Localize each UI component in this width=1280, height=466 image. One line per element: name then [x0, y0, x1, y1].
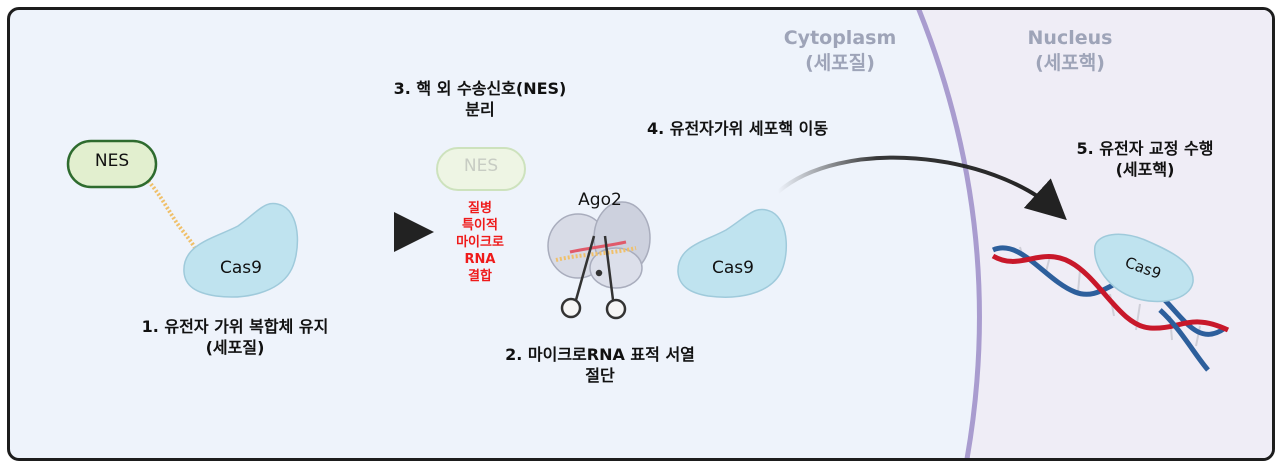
cytoplasm-label-ko: (세포질) — [805, 52, 875, 74]
step-5-line-2: (세포핵) — [1115, 160, 1175, 179]
import-arrow — [776, 155, 1067, 221]
cas9-protein-3 — [1094, 233, 1194, 303]
cas9-label-1: Cas9 — [220, 258, 262, 278]
cytoplasm-label: Cytoplasm (세포질) — [770, 26, 910, 76]
step-3-line-2: 분리 — [465, 100, 495, 119]
diagram-canvas — [66, 10, 1272, 458]
nes-capsule — [66, 139, 158, 189]
ago2-protein-icon — [547, 201, 651, 289]
nuclear-membrane — [916, 10, 982, 458]
nucleus-label: Nucleus (세포핵) — [1010, 26, 1130, 76]
step-1-line-2: (세포질) — [205, 338, 265, 357]
scissors-icon — [560, 235, 627, 320]
step-3-label: 3. 핵 외 수송신호(NES) 분리 — [365, 78, 595, 120]
nucleus-label-en: Nucleus — [1027, 27, 1113, 49]
cytoplasm-label-en: Cytoplasm — [783, 27, 897, 49]
step-2-line-1: 2. 마이크로RNA 표적 서열 — [505, 345, 695, 364]
ago2-label: Ago2 — [578, 190, 622, 210]
linker-chain — [141, 173, 200, 256]
mirna-line-3: 마이크로 — [456, 235, 504, 250]
diagram-frame: Cytoplasm (세포질) Nucleus (세포핵) NES NES Ca… — [7, 7, 1275, 461]
step-2-label: 2. 마이크로RNA 표적 서열 절단 — [475, 344, 725, 386]
nes-label: NES — [94, 151, 130, 171]
step-2-line-2: 절단 — [585, 366, 615, 385]
step-1-line-1: 1. 유전자 가위 복합체 유지 — [141, 317, 329, 336]
nes-faded-label: NES — [463, 156, 499, 176]
step-3-line-1: 3. 핵 외 수송신호(NES) — [393, 79, 567, 98]
nucleus-region — [918, 10, 1272, 458]
mirna-binding-label: 질병 특이적 마이크로 RNA 결합 — [442, 200, 518, 285]
step-5-label: 5. 유전자 교정 수행 (세포핵) — [1045, 138, 1245, 180]
step-4-label: 4. 유전자가위 세포핵 이동 — [615, 118, 860, 139]
step-4-line-1: 4. 유전자가위 세포핵 이동 — [646, 119, 829, 138]
cas9-label-2: Cas9 — [712, 258, 754, 278]
step-5-line-1: 5. 유전자 교정 수행 — [1076, 139, 1214, 158]
mirna-line-1: 질병 — [468, 201, 492, 216]
cas9-protein-1 — [183, 202, 299, 298]
step-1-label: 1. 유전자 가위 복합체 유지 (세포질) — [105, 316, 365, 358]
cas9-protein-2 — [677, 208, 788, 298]
mirna-line-4: RNA — [464, 252, 496, 267]
nucleus-label-ko: (세포핵) — [1035, 52, 1105, 74]
nes-capsule-faded — [436, 147, 526, 191]
mirna-line-2: 특이적 — [462, 218, 498, 233]
mirna-line-5: 결합 — [468, 269, 492, 284]
